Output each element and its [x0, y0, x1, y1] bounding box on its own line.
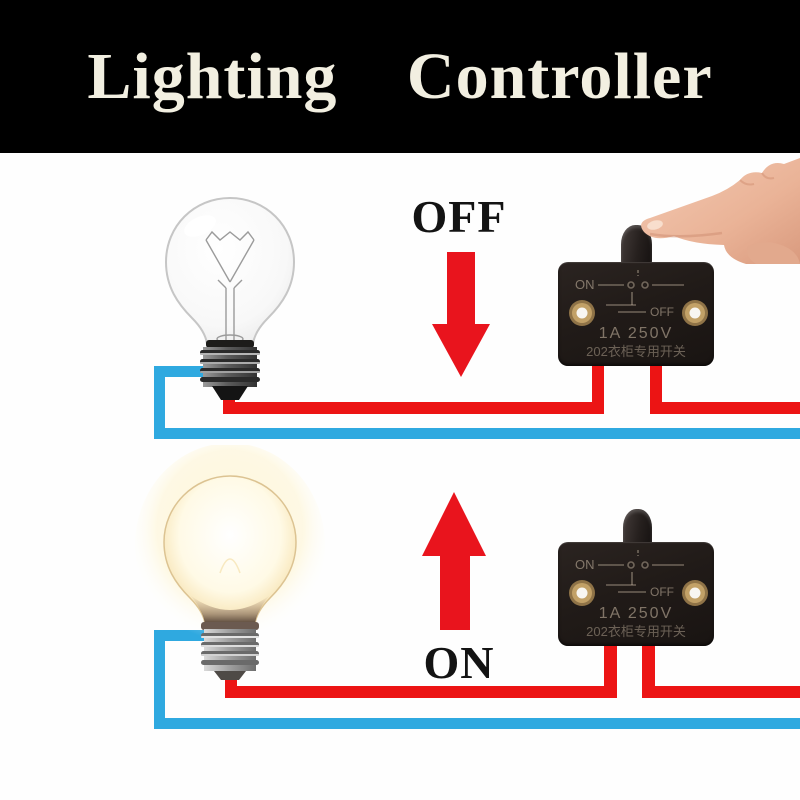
finger-crease — [649, 231, 723, 238]
bulb-off-icon — [164, 196, 296, 400]
switch-on-engraving: ON — [575, 557, 595, 572]
live-wire-segment — [592, 360, 604, 414]
cabinet-switch: ON OFF 1A 250V 202衣柜专用开关 — [558, 542, 714, 646]
neutral-wire-segment — [154, 428, 800, 439]
live-wire-segment — [650, 360, 662, 414]
bulb-screw-base — [200, 347, 260, 387]
page-title: Lighting Controller — [87, 39, 713, 113]
bulb-neck-shadow — [190, 595, 270, 624]
knuckle-lines — [739, 172, 775, 186]
live-wire-segment — [604, 643, 617, 698]
bulb-collar — [206, 340, 254, 348]
switch-schematic — [598, 270, 684, 313]
bulb-contact-tip — [212, 386, 248, 400]
live-wire-segment — [225, 686, 617, 698]
neutral-wire-segment — [154, 630, 165, 729]
cabinet-switch: ON OFF 1A 250V 202衣柜专用开关 — [558, 262, 714, 366]
live-wire-segment — [223, 402, 604, 414]
switch-rating: 1A 250V — [599, 605, 674, 622]
live-wire-segment — [650, 402, 800, 414]
bulb-filament — [219, 558, 241, 574]
bulb-collar — [201, 622, 259, 630]
switch-rating: 1A 250V — [599, 325, 674, 342]
bulb-filament — [205, 230, 255, 344]
mounting-hole — [569, 580, 595, 606]
neutral-wire-segment — [154, 718, 800, 729]
thumb — [747, 242, 800, 264]
neutral-wire-segment — [154, 630, 212, 641]
mounting-hole — [569, 300, 595, 326]
off-state-label: OFF — [411, 191, 507, 242]
switch-off-engraving: OFF — [650, 305, 674, 319]
bulb-contact-tip — [214, 671, 246, 680]
fingernail — [647, 220, 663, 230]
neutral-wire-segment — [154, 366, 165, 439]
bulb-on-icon — [135, 445, 325, 680]
mounting-hole — [682, 580, 708, 606]
live-wire-segment — [642, 686, 800, 698]
glass-highlight — [184, 215, 216, 237]
switch-model: 202衣柜专用开关 — [586, 344, 686, 359]
switch-model: 202衣柜专用开关 — [586, 624, 686, 639]
on-state-label: ON — [423, 637, 495, 688]
switch-off-engraving: OFF — [650, 585, 674, 599]
neutral-wire-segment — [154, 366, 210, 377]
live-wire-segment — [642, 643, 655, 698]
arrow-up-icon — [422, 492, 486, 630]
switch-faceplate: ON OFF 1A 250V 202衣柜专用开关 — [569, 270, 708, 359]
switch-schematic — [598, 550, 684, 593]
title-banner: Lighting Controller — [0, 0, 800, 153]
arrow-down-icon — [432, 252, 490, 377]
bulb-screw-base — [201, 629, 259, 671]
bulb-glass — [164, 196, 296, 345]
pressing-hand-icon — [641, 158, 800, 264]
switch-on-engraving: ON — [575, 277, 595, 292]
mounting-hole — [682, 300, 708, 326]
switch-faceplate: ON OFF 1A 250V 202衣柜专用开关 — [569, 550, 708, 639]
